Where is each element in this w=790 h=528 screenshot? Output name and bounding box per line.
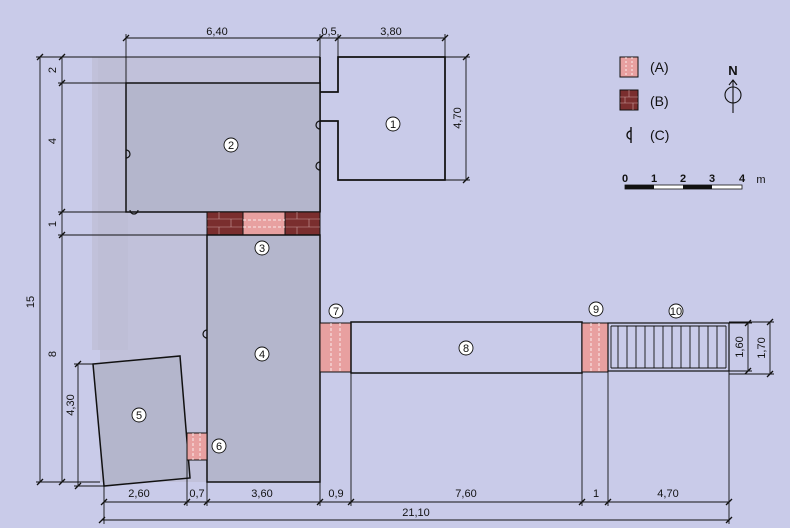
brick-pattern: [207, 212, 320, 235]
scale-tick-4: 4: [739, 173, 746, 185]
dim-overall-width: 21,10: [402, 507, 430, 519]
room-7: [319, 322, 352, 373]
room-label-9: 9: [593, 304, 599, 316]
legend-brick-pattern: [620, 90, 638, 110]
door-symbols: [125, 120, 321, 339]
dim-top-1: 6,40: [206, 26, 227, 38]
legend-door-icon: [626, 127, 632, 143]
room-3-brick-right: [284, 211, 321, 236]
dim-bottom-7: 4,70: [657, 488, 678, 500]
scale-tick-1: 1: [651, 173, 657, 185]
room-label-8: 8: [463, 343, 469, 355]
dimension-ticks: [36, 34, 774, 524]
room-number-circles: [131, 116, 684, 454]
site-shading-left: [98, 57, 128, 350]
legend-label-c: (C): [650, 127, 669, 143]
dim-room1-height: 4,70: [452, 107, 464, 128]
room-label-7: 7: [333, 306, 339, 318]
dim-left-1: 2: [47, 67, 59, 73]
dim-left-4: 8: [47, 351, 59, 357]
north-label: N: [728, 63, 737, 78]
dim-corridor-inner: 1,60: [734, 336, 746, 357]
dim-left-3: 1: [47, 221, 59, 227]
room-9: [581, 322, 609, 373]
legend-swatch-a: [619, 56, 639, 78]
room-6: [186, 432, 208, 461]
dim-top-2: 0,5: [321, 26, 336, 38]
room-label-3: 3: [259, 243, 265, 255]
dim-corridor-outer: 1,70: [756, 337, 768, 358]
dim-bottom-5: 7,60: [455, 488, 476, 500]
dim-overall-height: 15: [25, 296, 37, 308]
dim-bottom-3: 3,60: [251, 488, 272, 500]
room-label-2: 2: [228, 140, 234, 152]
room-label-5: 5: [136, 410, 142, 422]
legend-label-b: (B): [650, 93, 669, 109]
dim-bottom-4: 0,9: [328, 488, 343, 500]
room-label-6: 6: [216, 441, 222, 453]
room-10: [607, 322, 730, 372]
room-label-10: 10: [670, 306, 682, 318]
room-3-brick-left: [206, 211, 244, 236]
scale-tick-3: 3: [709, 173, 715, 185]
scale-tick-2: 2: [680, 173, 686, 185]
legend-label-a: (A): [650, 59, 669, 75]
dimension-lines: [36, 34, 774, 524]
dim-bottom-2: 0,7: [189, 488, 204, 500]
scale-unit: m: [756, 174, 765, 186]
dim-top-3: 3,80: [380, 26, 401, 38]
room-3-opening: [242, 211, 286, 236]
dim-room5-height: 4,30: [65, 394, 77, 415]
room-label-1: 1: [390, 119, 396, 131]
dim-bottom-6: 1: [593, 488, 599, 500]
room-2: [125, 82, 321, 213]
room-10-stairs: [610, 325, 727, 369]
scale-tick-0: 0: [622, 173, 628, 185]
room-1-outline: [320, 56, 446, 181]
scale-bar: [624, 184, 743, 190]
dim-left-2: 4: [47, 138, 59, 144]
dim-bottom-1: 2,60: [128, 488, 149, 500]
north-arrow-icon: [724, 79, 742, 113]
room-label-4: 4: [259, 349, 265, 361]
